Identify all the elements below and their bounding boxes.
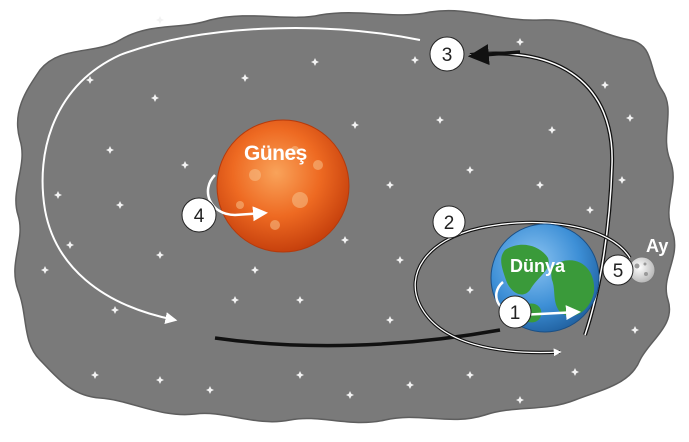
marker-1-label: 1 (510, 303, 521, 324)
marker-2: 2 (433, 206, 465, 238)
marker-5: 5 (603, 255, 633, 285)
marker-2-label: 2 (444, 213, 455, 234)
earth-label: Dünya (510, 256, 566, 276)
marker-4: 4 (182, 198, 216, 232)
marker-4-label: 4 (194, 206, 205, 227)
moon-label: Ay (646, 236, 668, 256)
marker-3-label: 3 (442, 45, 453, 66)
space-background (15, 11, 675, 423)
sun-label: Güneş (244, 142, 307, 165)
marker-5-label: 5 (613, 261, 624, 282)
marker-3: 3 (430, 37, 464, 71)
marker-1: 1 (499, 296, 531, 328)
star (156, 16, 164, 24)
sun (217, 120, 349, 252)
